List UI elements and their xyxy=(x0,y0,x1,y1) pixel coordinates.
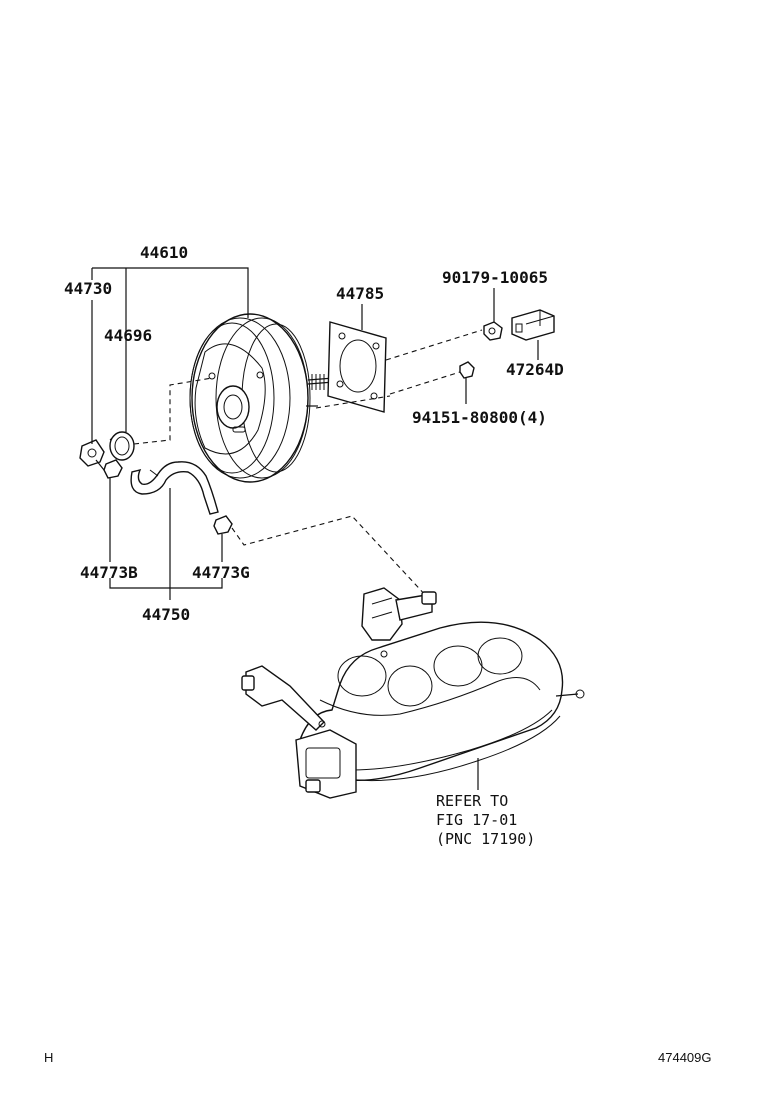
check-valve-44730-icon xyxy=(79,439,105,471)
reference-line-3: (PNC 17190) xyxy=(436,830,535,848)
vacuum-hose-44750-icon xyxy=(130,461,219,515)
label-44773b: 44773B xyxy=(80,563,138,582)
footer-figure-id: 474409G xyxy=(658,1050,712,1065)
bracket-47264d-icon xyxy=(511,309,555,341)
label-44750: 44750 xyxy=(142,605,190,624)
reference-line-1: REFER TO xyxy=(436,792,508,810)
brake-booster-icon xyxy=(189,313,335,483)
label-47264d: 47264D xyxy=(506,360,564,379)
nut-90179-icon xyxy=(483,321,503,341)
grommet-44696-icon xyxy=(109,431,135,461)
label-94151-80800: 94151-80800(4) xyxy=(412,408,547,427)
label-44730: 44730 xyxy=(64,279,112,298)
nut-94151-icon xyxy=(459,361,475,379)
reference-line-2: FIG 17-01 xyxy=(436,811,517,829)
label-90179-10065: 90179-10065 xyxy=(442,268,548,287)
label-44610: 44610 xyxy=(140,243,188,262)
label-44785: 44785 xyxy=(336,284,384,303)
label-44773g: 44773G xyxy=(192,563,250,582)
clamp-44773g-icon xyxy=(213,515,233,535)
clamp-44773b-icon xyxy=(103,459,123,479)
intake-manifold-icon xyxy=(241,587,585,799)
footer-left-code: H xyxy=(44,1050,53,1065)
gasket-icon xyxy=(327,321,387,413)
label-44696: 44696 xyxy=(104,326,152,345)
